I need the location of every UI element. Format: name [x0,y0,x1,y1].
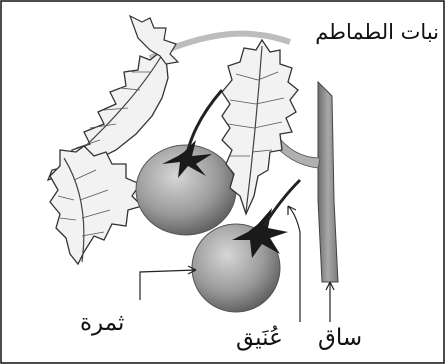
label-stem: ساق [318,327,362,350]
diagram-title: نبات الطماطم [315,22,439,43]
label-fruit: ثمرة [80,312,124,335]
label-peduncle: عُنَيق [236,327,283,350]
